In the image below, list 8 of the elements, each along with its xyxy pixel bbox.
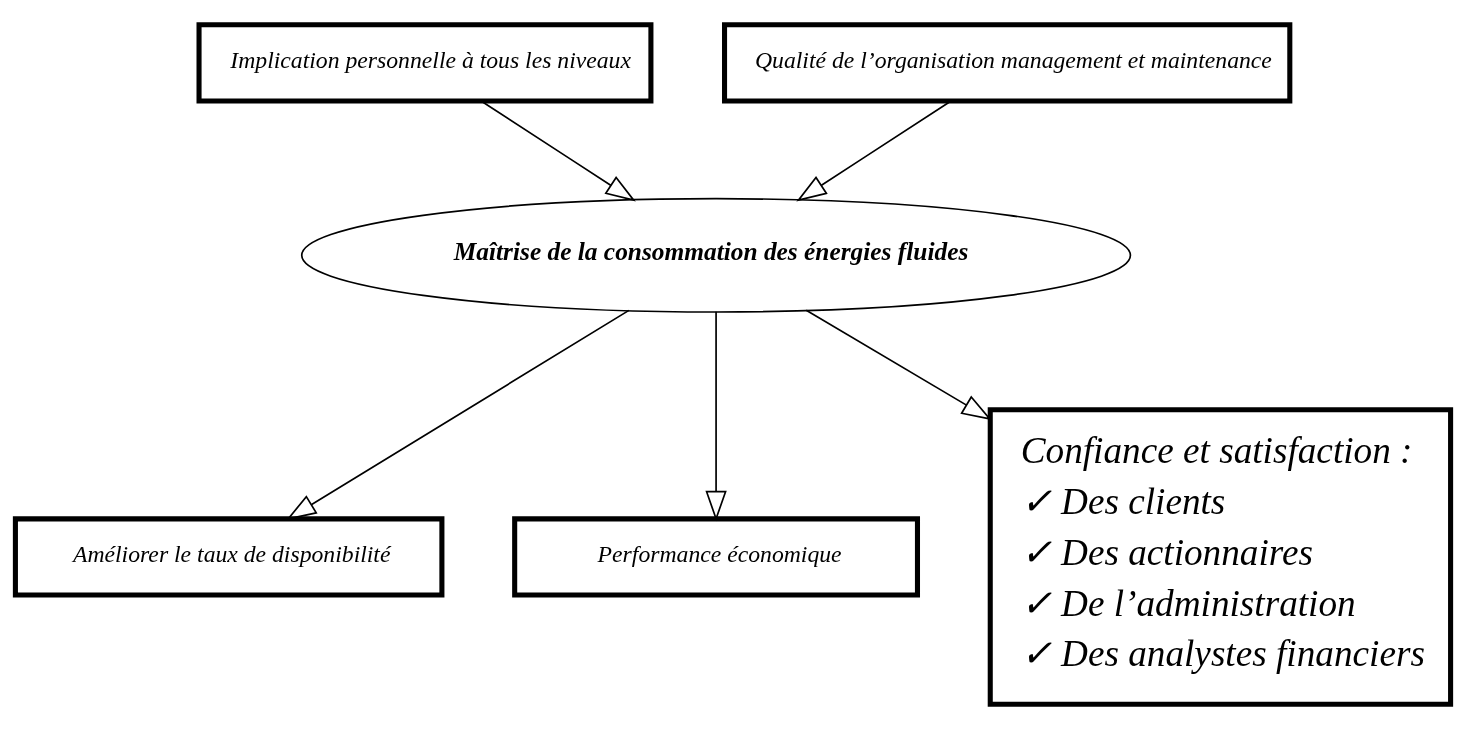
node-box: Confiance et satisfaction : ✓ Des clients ✓ Des actionnaires ✓ De l’administration ✓ Des analystes financiers [987,407,1454,707]
arrow [480,100,636,202]
node-box: Implication personnelle à tous les niveaux [196,22,654,104]
node-box: Qualité de l’organisation management et maintenance [722,22,1293,104]
node-ellipse: Maîtrise de la consommation des énergies fluides [300,197,1132,313]
arrow [796,100,952,202]
node-box: Performance économique [512,516,920,598]
node-box: Améliorer le taux de disponibilité [12,516,445,598]
